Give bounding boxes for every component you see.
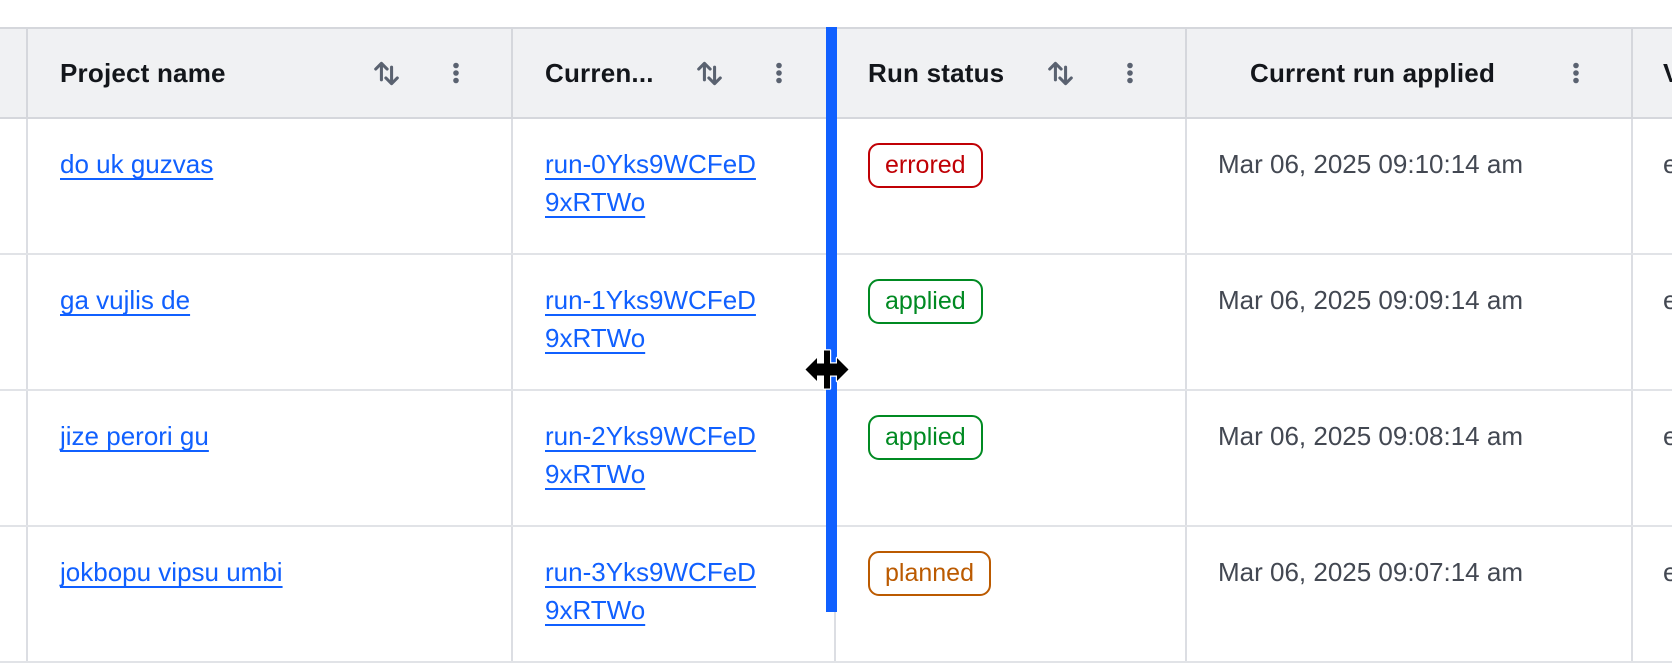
truncated-cell-text: e: [1663, 285, 1672, 315]
current-run-applied-cell: Mar 06, 2025 09:09:14 am: [1187, 255, 1633, 389]
column-header-current-run[interactable]: Curren...: [513, 29, 836, 117]
truncated-cell: e: [1633, 255, 1672, 389]
sort-icon[interactable]: [1044, 57, 1077, 90]
truncated-cell-text: e: [1663, 421, 1672, 451]
project-name-link[interactable]: do uk guzvas: [60, 149, 214, 179]
column-header-project-name[interactable]: Project name: [28, 29, 513, 117]
column-label: Project name: [60, 57, 226, 88]
select-cell: [0, 391, 28, 525]
project-name-cell: jokbopu vipsu umbi: [28, 527, 513, 661]
column-label: Run status: [868, 57, 1005, 88]
select-cell: [0, 255, 28, 389]
truncated-cell: e: [1633, 527, 1672, 661]
column-resize-indicator[interactable]: [826, 27, 837, 612]
run-status-cell: planned: [836, 527, 1187, 661]
column-header-truncated[interactable]: V: [1633, 29, 1672, 117]
column-label: V: [1663, 57, 1672, 88]
project-name-link[interactable]: jize perori gu: [60, 421, 209, 451]
column-header-current-run-applied[interactable]: Current run applied: [1187, 29, 1633, 117]
applied-timestamp: Mar 06, 2025 09:08:14 am: [1218, 421, 1523, 451]
status-badge: applied: [868, 279, 983, 324]
select-cell: [0, 119, 28, 253]
truncated-cell-text: e: [1663, 557, 1672, 587]
column-header-run-status[interactable]: Run status: [836, 29, 1187, 117]
current-run-applied-cell: Mar 06, 2025 09:08:14 am: [1187, 391, 1633, 525]
project-name-cell: jize perori gu: [28, 391, 513, 525]
kebab-menu-icon[interactable]: [1117, 60, 1143, 86]
applied-timestamp: Mar 06, 2025 09:09:14 am: [1218, 285, 1523, 315]
sort-icon[interactable]: [370, 57, 403, 90]
current-run-applied-cell: Mar 06, 2025 09:07:14 am: [1187, 527, 1633, 661]
kebab-menu-icon[interactable]: [766, 60, 792, 86]
column-label: Current run applied: [1250, 57, 1496, 88]
run-status-cell: applied: [836, 391, 1187, 525]
run-status-cell: applied: [836, 255, 1187, 389]
project-name-link[interactable]: ga vujlis de: [60, 285, 191, 315]
status-badge: planned: [868, 551, 991, 596]
column-header-select: [0, 29, 28, 117]
select-cell: [0, 527, 28, 661]
applied-timestamp: Mar 06, 2025 09:10:14 am: [1218, 149, 1523, 179]
truncated-cell: e: [1633, 119, 1672, 253]
status-badge: applied: [868, 415, 983, 460]
kebab-menu-icon[interactable]: [443, 60, 469, 86]
truncated-cell-text: e: [1663, 149, 1672, 179]
current-run-applied-cell: Mar 06, 2025 09:10:14 am: [1187, 119, 1633, 253]
applied-timestamp: Mar 06, 2025 09:07:14 am: [1218, 557, 1523, 587]
kebab-menu-icon[interactable]: [1563, 60, 1589, 86]
project-name-cell: do uk guzvas: [28, 119, 513, 253]
run-status-cell: errored: [836, 119, 1187, 253]
page-top-spacer: [0, 0, 1672, 27]
truncated-cell: e: [1633, 391, 1672, 525]
sort-icon[interactable]: [693, 57, 726, 90]
status-badge: errored: [868, 143, 983, 188]
col-resize-cursor-icon: [804, 349, 850, 390]
project-name-link[interactable]: jokbopu vipsu umbi: [60, 557, 283, 587]
project-name-cell: ga vujlis de: [28, 255, 513, 389]
column-label: Curren...: [545, 57, 654, 88]
